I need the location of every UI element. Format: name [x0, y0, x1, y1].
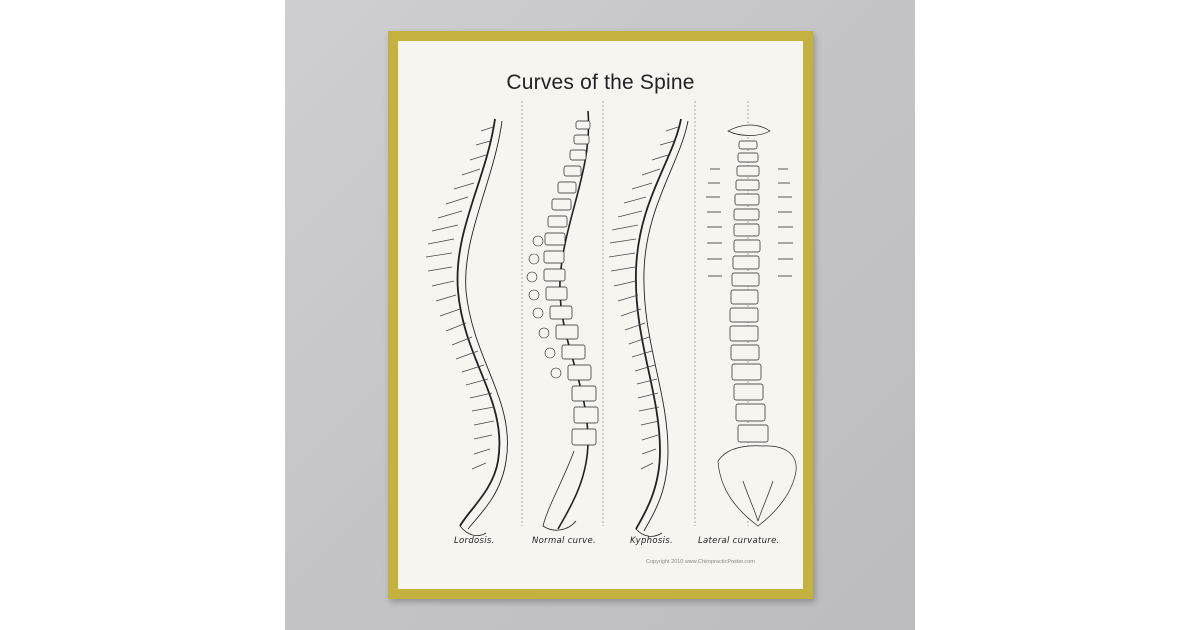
caption-lordosis: Lordosis. [454, 536, 495, 546]
normal-curve-spine [526, 110, 599, 531]
poster-frame: Curves of the Spine [388, 31, 813, 599]
caption-normal-curve: Normal curve. [532, 536, 597, 546]
lordosis-spine [425, 118, 508, 537]
caption-lateral-curvature: Lateral curvature. [698, 536, 780, 546]
copyright-notice: Copyright 2010 www.ChiropracticPoster.co… [646, 559, 755, 565]
poster-title: Curves of the Spine [506, 71, 695, 94]
caption-kyphosis: Kyphosis. [630, 536, 673, 546]
spine-illustrations [425, 101, 797, 537]
kyphosis-spine [608, 118, 689, 537]
lateral-curvature-spine [706, 124, 797, 527]
poster-panel: Curves of the Spine [398, 41, 803, 589]
